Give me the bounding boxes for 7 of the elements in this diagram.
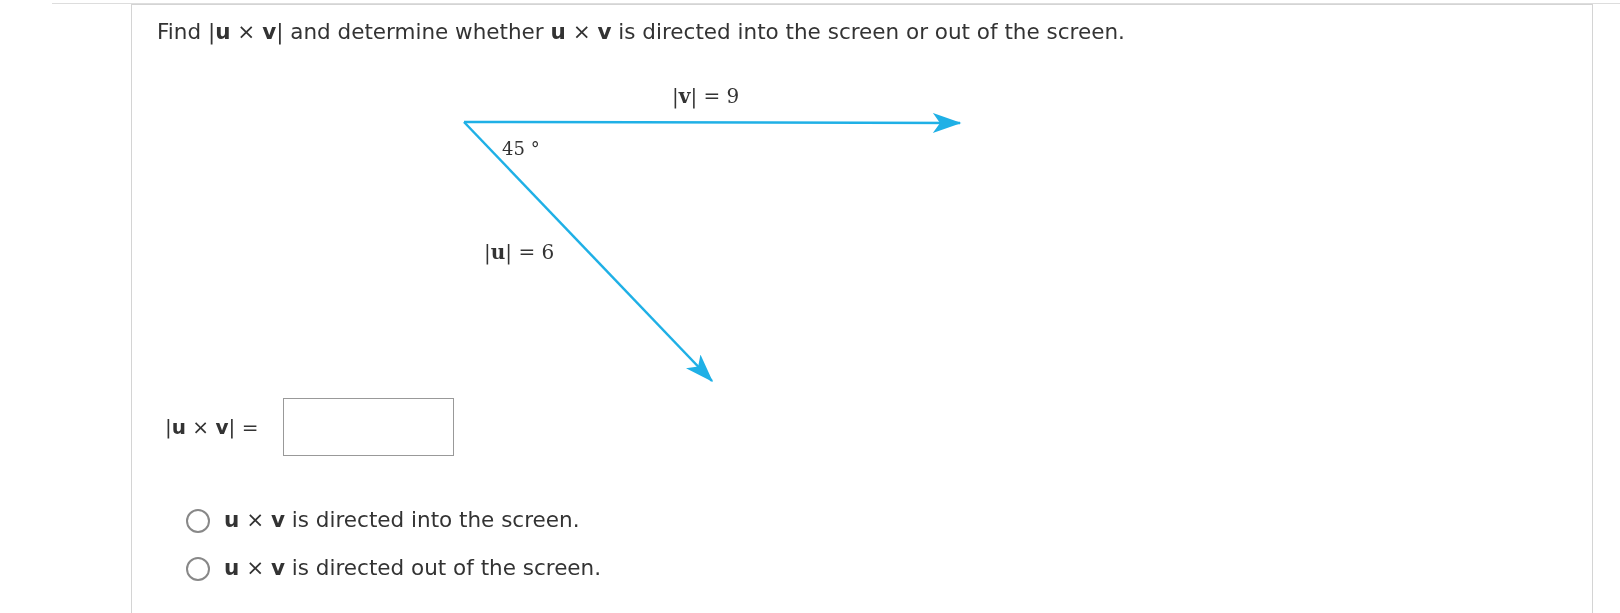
vector-label: |u| = 6 [484, 240, 555, 264]
option-label: u × v is directed into the screen. [224, 507, 580, 533]
question-text: Find |u × v| and determine whether u × v is directed into the screen or out of the screen. [157, 19, 1125, 45]
angle-label: 45 ° [502, 138, 540, 160]
option-label: u × v is directed out of the screen. [224, 555, 602, 581]
answer-label: |u × v| = [165, 415, 259, 439]
vector-label: |v| = 9 [672, 84, 740, 108]
